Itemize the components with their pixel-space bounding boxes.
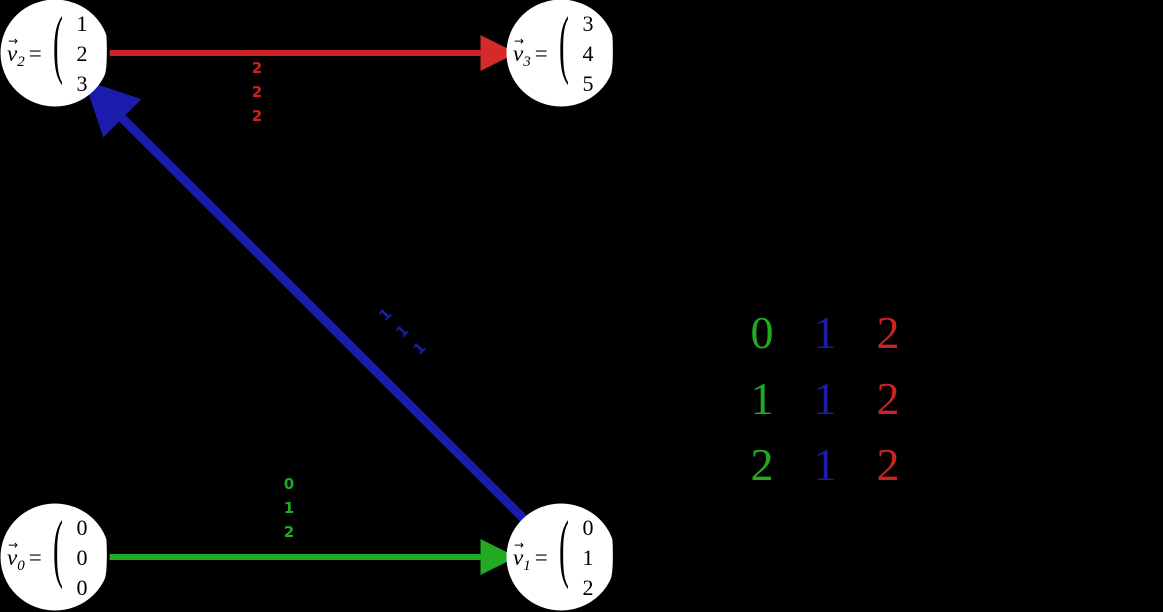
matrix-cell-r1-c0: 1: [751, 373, 774, 424]
matrix-cell-r2-c1: 1: [814, 439, 837, 490]
node-v3-vector-component: 3: [583, 11, 594, 36]
node-v2-paren-right: ): [101, 1, 111, 87]
edge-v2-to-v3-label-component: 2: [252, 59, 262, 77]
node-v2-vector-component: 1: [77, 11, 88, 36]
node-v0-circle: [0, 503, 110, 611]
node-v3-paren-right: ): [607, 1, 617, 87]
node-v2[interactable]: v2=→ () 1 2 3: [0, 0, 111, 107]
matrix-cell-r0-c2: 2: [877, 307, 900, 358]
edge-v0-to-v1-label-component: 1: [284, 499, 294, 517]
node-v3-paren-left: (: [559, 1, 569, 87]
edge-v1-to-v2-label: 111: [375, 304, 429, 358]
node-v3-vector-component: 4: [583, 41, 594, 66]
node-v3[interactable]: v3=→ () 3 4 5: [506, 0, 617, 107]
node-v3-symbol: v3=: [513, 41, 548, 70]
matrix-cell-r0-c1: 1: [814, 307, 837, 358]
matrix-cell-r2-c2: 2: [877, 439, 900, 490]
node-v2-paren-left: (: [53, 1, 63, 87]
node-v3-vector-accent-icon: →: [514, 34, 524, 48]
edges-layer: [84, 35, 531, 575]
edge-v1-to-v2-label-component: 1: [392, 321, 412, 341]
node-v0-paren-right: ): [101, 505, 111, 591]
node-v2-vector-component: 2: [77, 41, 88, 66]
node-v1-symbol: v1=: [513, 545, 548, 574]
edge-v1-to-v2-label-component: 1: [409, 338, 429, 358]
node-v2-vector-accent-icon: →: [8, 34, 18, 48]
node-v0-vector-accent-icon: →: [8, 538, 18, 552]
edge-v2-to-v3-label: 2 2 2: [252, 59, 262, 125]
matrix-cell-r1-c2: 2: [877, 373, 900, 424]
node-v2-vector-component: 3: [77, 71, 88, 96]
node-v1-paren-left: (: [559, 505, 569, 591]
node-v0-vector-component: 0: [77, 515, 88, 540]
edge-v0-to-v1-label: 0 1 2: [284, 475, 294, 541]
node-v0[interactable]: v0=→ () 0 0 0: [0, 503, 111, 611]
edge-v0-to-v1-label-component: 2: [284, 523, 294, 541]
edge-v1-to-v2: [84, 80, 531, 526]
edge-v2-to-v3-label-component: 2: [252, 83, 262, 101]
node-v0-paren-left: (: [53, 505, 63, 591]
edge-v1-to-v2-label-component: 1: [375, 304, 395, 324]
matrix-cell-r1-c1: 1: [814, 373, 837, 424]
node-v1-vector-component: 1: [583, 545, 594, 570]
node-v1-vector-accent-icon: →: [514, 538, 524, 552]
node-v3-vector-component: 5: [583, 71, 594, 96]
node-v1[interactable]: v1=→ () 0 1 2: [506, 503, 617, 611]
node-v2-symbol: v2=: [7, 41, 42, 70]
edge-v2-to-v3-label-component: 2: [252, 107, 262, 125]
edge-v0-to-v1-label-component: 0: [284, 475, 294, 493]
matrix-cell-r0-c0: 0: [751, 307, 774, 358]
node-v1-circle: [506, 503, 616, 611]
node-v1-vector-component: 2: [583, 575, 594, 600]
node-v1-paren-right: ): [607, 505, 617, 591]
node-v3-circle: [506, 0, 616, 107]
matrix-cell-r2-c0: 2: [751, 439, 774, 490]
node-v0-symbol: v0=: [7, 545, 42, 574]
node-v0-vector-component: 0: [77, 545, 88, 570]
node-v2-circle: [0, 0, 110, 107]
node-v1-vector-component: 0: [583, 515, 594, 540]
node-v0-vector-component: 0: [77, 575, 88, 600]
